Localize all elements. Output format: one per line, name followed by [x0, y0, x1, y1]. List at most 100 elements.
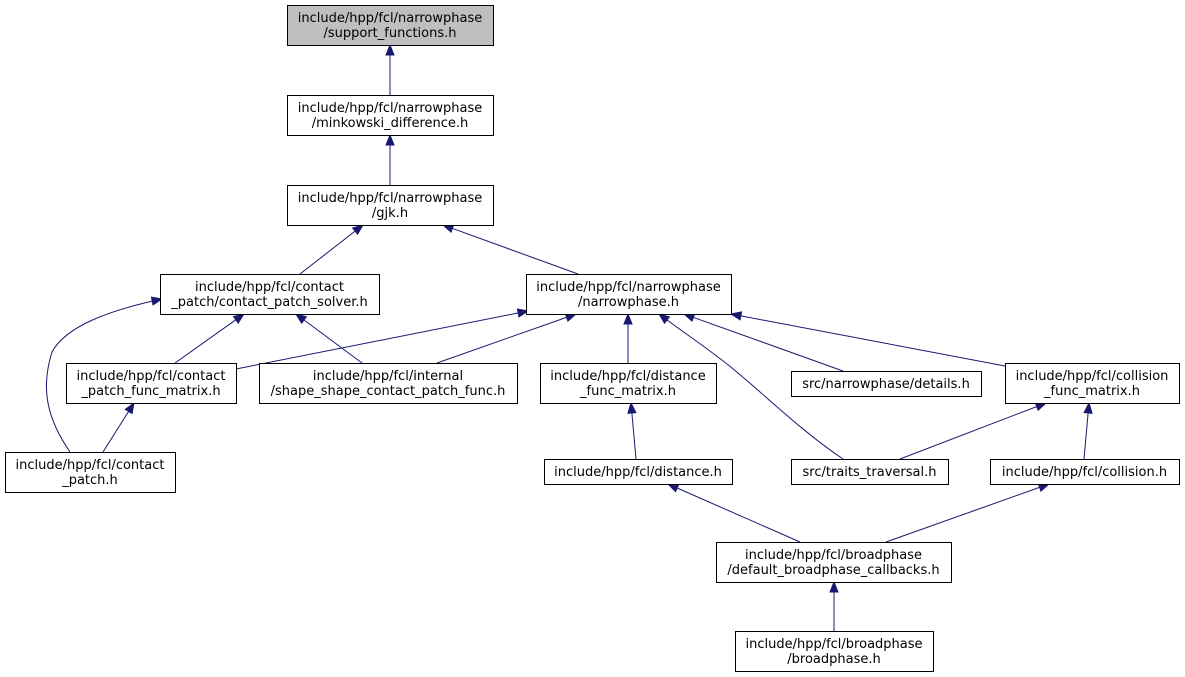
edge-cpatch-to-cps — [46, 296, 164, 453]
edge-line — [174, 318, 237, 364]
arrow-head-icon — [351, 224, 365, 236]
edge-line — [658, 313, 844, 460]
node-label-line: _patch_func_matrix.h — [80, 384, 220, 399]
node-label-line: /shape_shape_contact_patch_func.h — [271, 384, 506, 399]
node-label-line: src/narrowphase/details.h — [802, 377, 970, 392]
arrow-head-icon — [627, 401, 637, 414]
arrow-head-icon — [729, 311, 743, 321]
node-box[interactable] — [526, 274, 732, 315]
edge-collision-to-cfm — [1083, 401, 1093, 460]
edge-dbc-to-distance — [666, 483, 801, 543]
edge-cps-to-gjk — [299, 224, 365, 275]
node-sscpf[interactable]: include/hpp/fcl/internal/shape_shape_con… — [259, 363, 518, 404]
edge-traits-to-cfm — [899, 402, 1048, 460]
arrow-head-icon — [385, 133, 395, 146]
arrow-head-icon — [666, 483, 680, 493]
edge-line — [299, 230, 357, 275]
edge-gjk-to-minkowski — [385, 133, 395, 185]
node-box[interactable] — [791, 459, 949, 485]
node-box[interactable] — [259, 363, 518, 404]
arrow-head-icon — [829, 580, 839, 593]
arrow-head-icon — [232, 313, 246, 324]
node-box[interactable] — [287, 185, 494, 226]
node-cpatch[interactable]: include/hpp/fcl/contact_patch.h — [5, 452, 176, 493]
node-label-line: include/hpp/fcl/contact — [77, 369, 226, 384]
node-box[interactable] — [287, 5, 494, 46]
edge-line — [46, 298, 163, 453]
node-broad[interactable]: include/hpp/fcl/broadphase/broadphase.h — [735, 631, 934, 672]
node-narrow[interactable]: include/hpp/fcl/narrowphase/narrowphase.… — [526, 274, 732, 315]
node-label-line: _func_matrix.h — [579, 384, 676, 399]
arrow-head-icon — [623, 312, 633, 325]
node-dbc[interactable]: include/hpp/fcl/broadphase/default_broad… — [716, 542, 952, 583]
node-cpfm[interactable]: include/hpp/fcl/contact_patch_func_matri… — [66, 363, 237, 404]
node-box[interactable] — [287, 95, 494, 136]
node-box[interactable] — [540, 363, 717, 404]
nodes-layer: include/hpp/fcl/narrowphase/support_func… — [5, 5, 1180, 672]
edge-line — [692, 316, 844, 372]
edge-sscpf-to-cps — [294, 313, 363, 364]
node-box[interactable] — [1005, 363, 1180, 404]
edge-line — [1083, 411, 1089, 460]
arrow-head-icon — [124, 401, 135, 415]
node-label-line: include/hpp/fcl/collision — [1016, 369, 1169, 384]
node-box[interactable] — [791, 371, 982, 397]
node-box[interactable] — [544, 459, 733, 485]
node-collision[interactable]: include/hpp/fcl/collision.h — [990, 459, 1180, 485]
node-box[interactable] — [735, 631, 934, 672]
node-box[interactable] — [5, 452, 176, 493]
arrow-head-icon — [150, 296, 164, 306]
edge-cfm-to-narrow — [729, 311, 1006, 367]
edge-dbc-to-collision — [885, 483, 1051, 543]
node-label-line: include/hpp/fcl/narrowphase — [298, 191, 483, 206]
node-cps[interactable]: include/hpp/fcl/contact_patch/contact_pa… — [160, 274, 380, 315]
edge-line — [631, 411, 637, 460]
node-details[interactable]: src/narrowphase/details.h — [791, 371, 982, 397]
node-label-line: include/hpp/fcl/internal — [313, 369, 463, 384]
edge-dfm-to-narrow — [623, 312, 633, 363]
node-label-line: _patch.h — [61, 473, 118, 488]
edge-line — [899, 405, 1038, 460]
node-label-line: include/hpp/fcl/collision.h — [1002, 465, 1167, 480]
edge-broad-to-dbc — [829, 580, 839, 631]
node-label-line: _func_matrix.h — [1043, 384, 1140, 399]
edge-line — [451, 227, 579, 275]
node-label-line: /support_functions.h — [323, 26, 456, 41]
edge-traits-to-narrow — [657, 313, 844, 460]
arrow-head-icon — [516, 308, 530, 318]
edge-details-to-narrow — [682, 313, 844, 372]
edge-line — [102, 410, 130, 453]
node-box[interactable] — [716, 542, 952, 583]
node-support[interactable]: include/hpp/fcl/narrowphase/support_func… — [287, 5, 494, 46]
edge-minkowski-to-support — [385, 43, 395, 95]
node-box[interactable] — [990, 459, 1180, 485]
arrow-head-icon — [294, 313, 308, 325]
edge-cpatch-to-cpfm — [102, 401, 135, 453]
node-box[interactable] — [66, 363, 237, 404]
node-gjk[interactable]: include/hpp/fcl/narrowphase/gjk.h — [287, 185, 494, 226]
node-label-line: include/hpp/fcl/narrowphase — [298, 11, 483, 26]
node-label-line: include/hpp/fcl/distance — [550, 369, 705, 384]
edge-line — [436, 316, 568, 364]
edge-line — [676, 487, 801, 543]
node-traits[interactable]: src/traits_traversal.h — [791, 459, 949, 485]
edge-cpfm-to-cps — [174, 313, 246, 364]
node-label-line: /default_broadphase_callbacks.h — [727, 563, 939, 578]
node-label-line: include/hpp/fcl/narrowphase — [298, 101, 483, 116]
node-label-line: include/hpp/fcl/distance.h — [554, 465, 722, 480]
node-distance[interactable]: include/hpp/fcl/distance.h — [544, 459, 733, 485]
arrow-head-icon — [657, 313, 671, 325]
edge-narrow-to-gjk — [441, 224, 579, 275]
edge-line — [739, 315, 1006, 367]
node-label-line: include/hpp/fcl/broadphase — [745, 548, 922, 563]
node-label-line: include/hpp/fcl/contact — [16, 458, 165, 473]
arrow-head-icon — [385, 43, 395, 56]
edge-line — [885, 486, 1041, 543]
edge-sscpf-to-narrow — [436, 313, 578, 364]
edge-distance-to-dfm — [627, 401, 637, 460]
node-dfm[interactable]: include/hpp/fcl/distance_func_matrix.h — [540, 363, 717, 404]
node-minkowski[interactable]: include/hpp/fcl/narrowphase/minkowski_di… — [287, 95, 494, 136]
node-cfm[interactable]: include/hpp/fcl/collision_func_matrix.h — [1005, 363, 1180, 404]
node-box[interactable] — [160, 274, 380, 315]
